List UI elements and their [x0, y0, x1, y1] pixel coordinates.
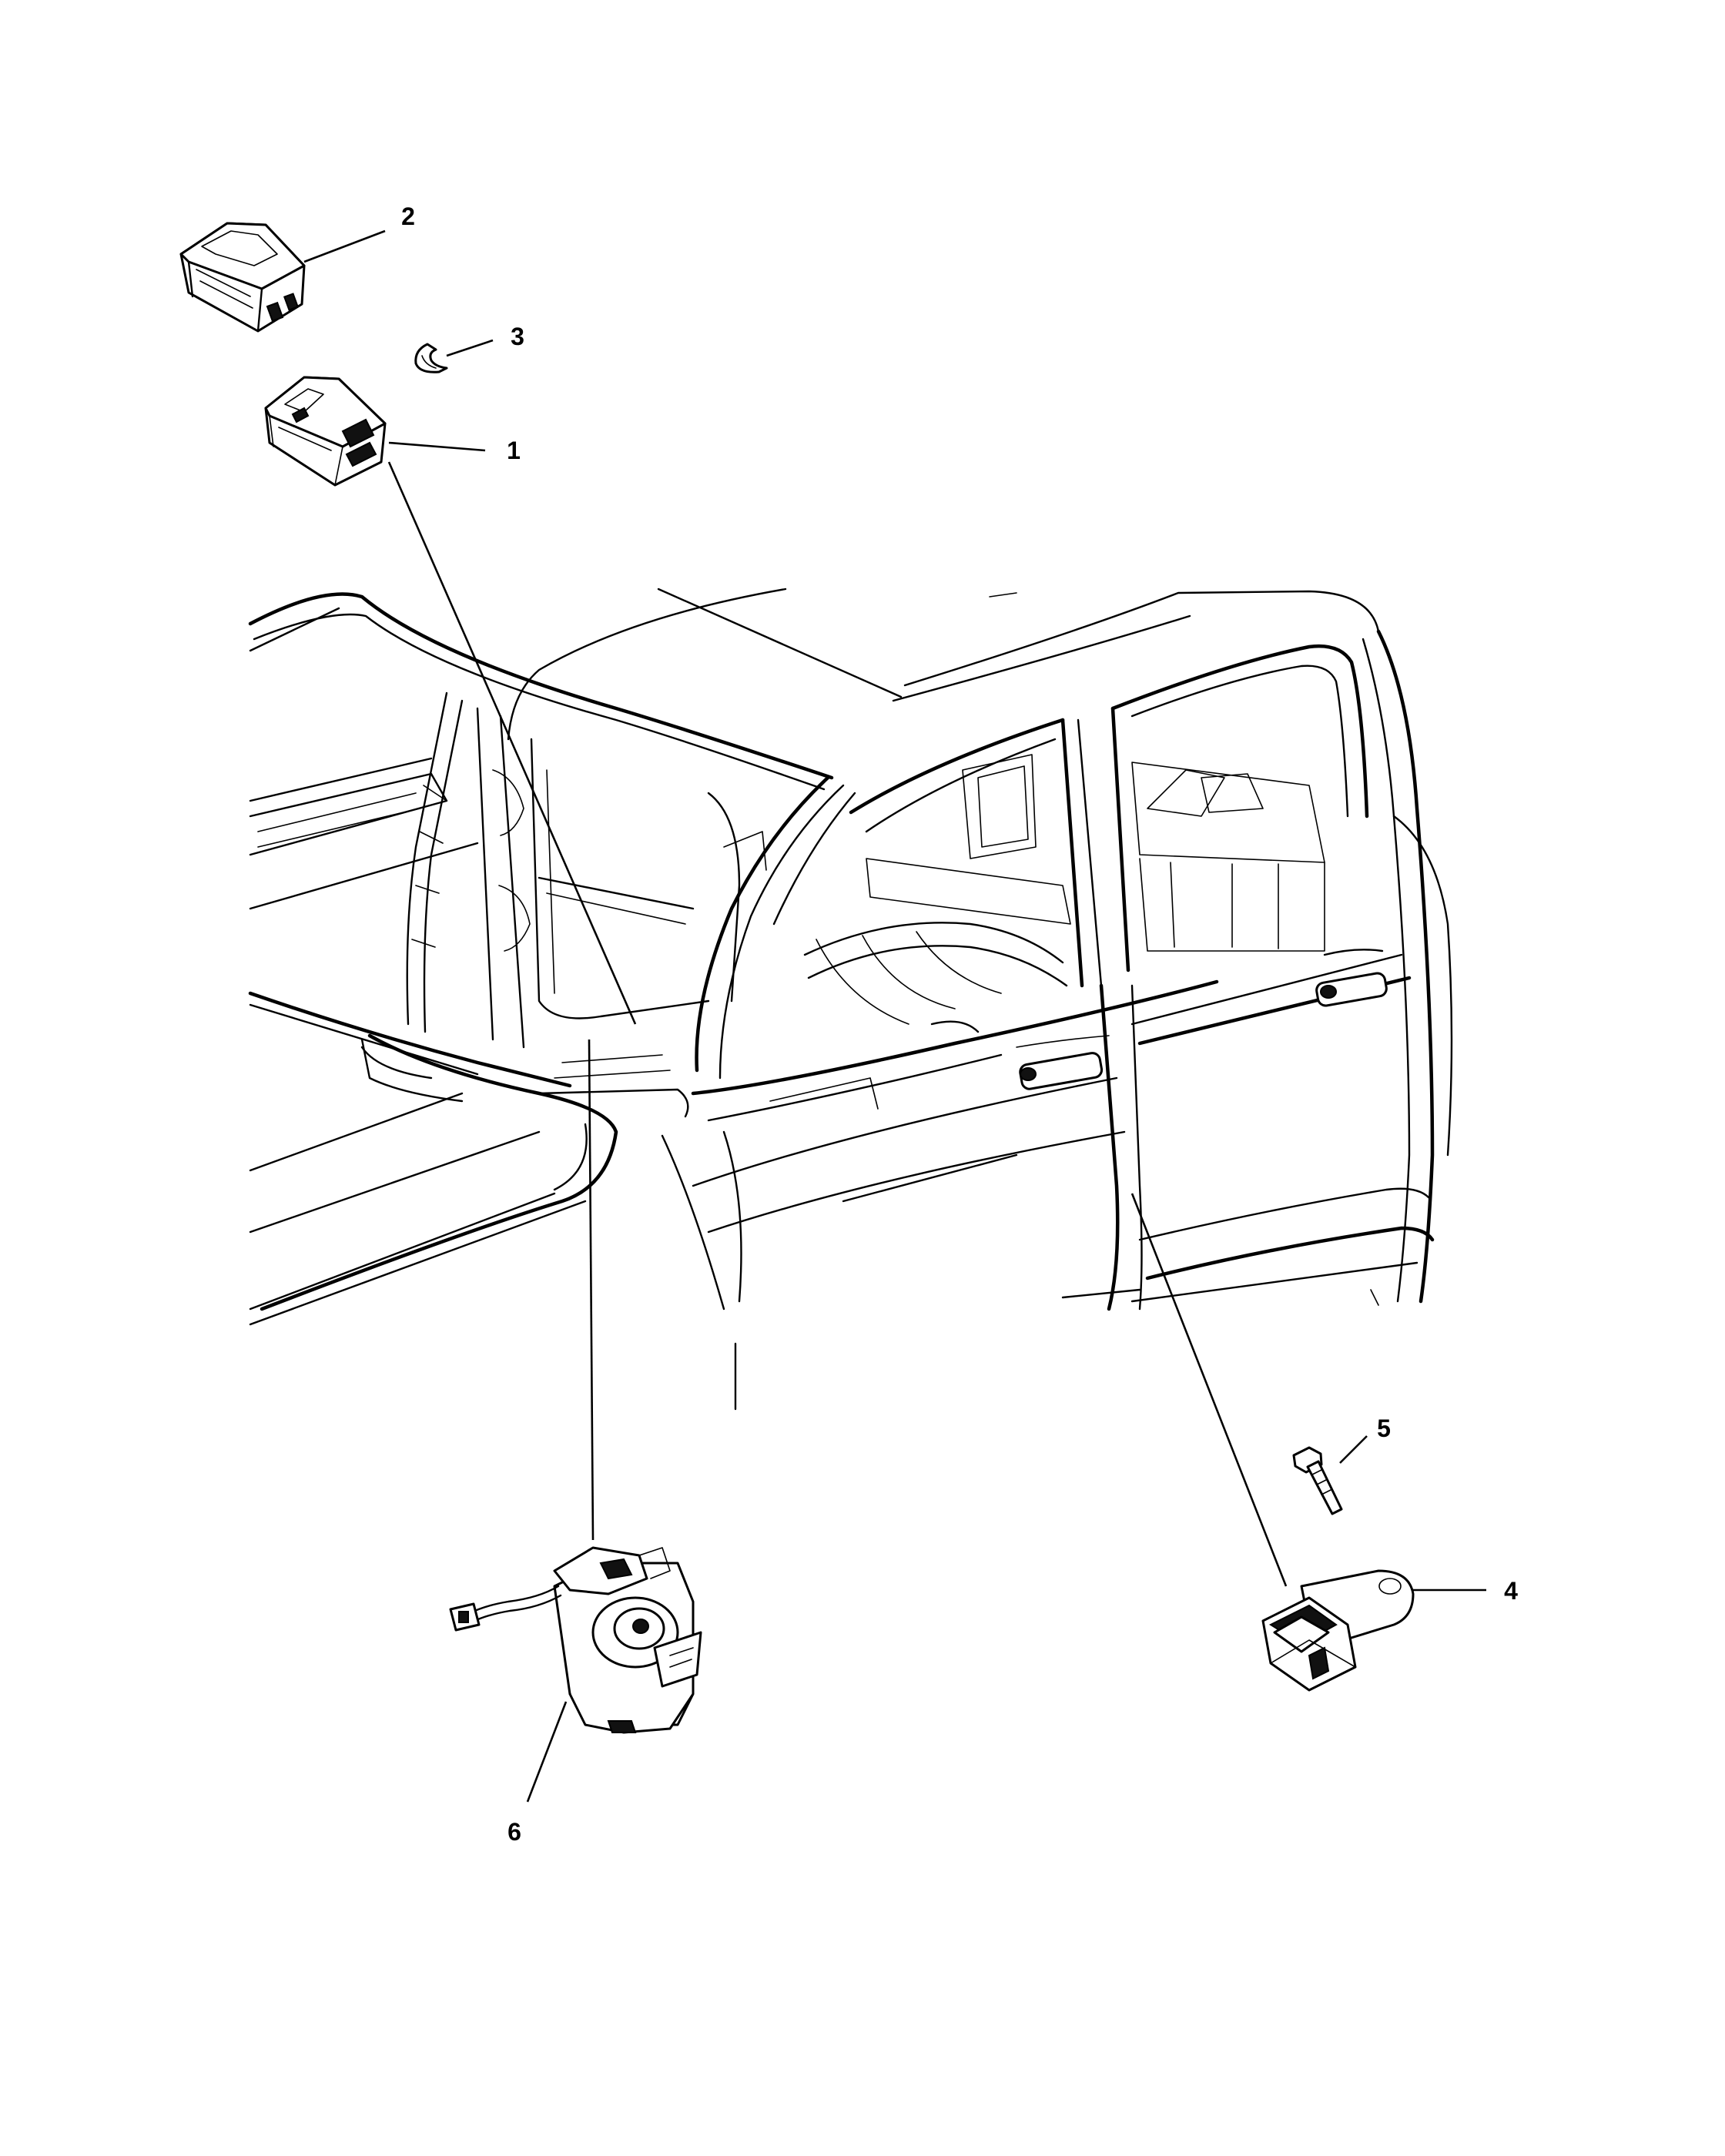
part-1-module	[264, 376, 387, 487]
callout-2: 2	[401, 203, 415, 230]
callout-5: 5	[1377, 1414, 1391, 1442]
part-5-bolt	[1292, 1446, 1343, 1515]
part-3-clip	[414, 343, 448, 373]
callout-4: 4	[1504, 1577, 1518, 1605]
part-2-module-cover	[179, 222, 306, 333]
leader-lines	[303, 229, 1486, 1803]
callout-6: 6	[507, 1818, 521, 1846]
part-6-clockspring	[449, 1546, 702, 1734]
callout-1: 1	[507, 437, 521, 464]
callout-labels: 2 3 1 5 4 6	[401, 203, 1518, 1846]
truck-cab-illustration	[248, 588, 1453, 1411]
callout-3: 3	[511, 323, 524, 350]
part-4-impact-sensor	[1261, 1569, 1415, 1692]
